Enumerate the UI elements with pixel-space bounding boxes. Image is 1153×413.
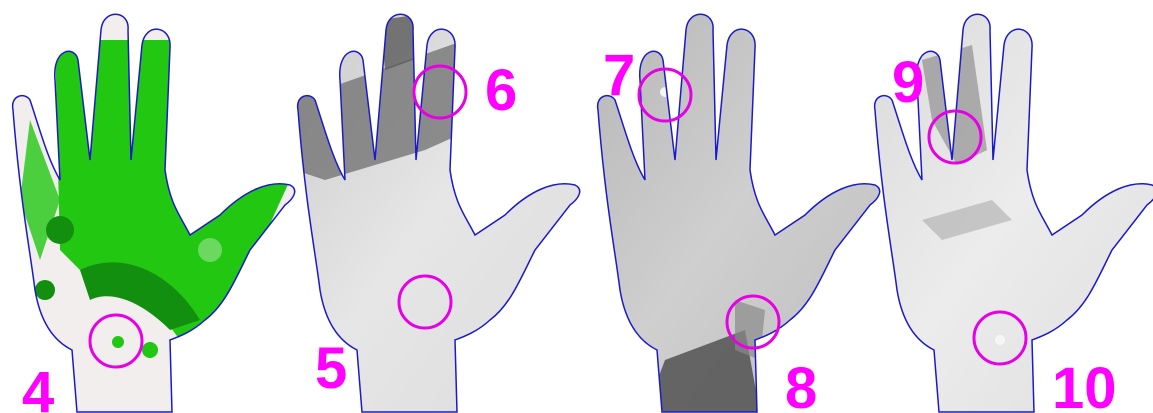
label-10: 10: [1052, 356, 1117, 413]
panel-hillshade-hand-3: 9 10: [862, 0, 1153, 413]
label-6: 6: [485, 58, 517, 123]
label-5: 5: [315, 336, 347, 401]
panel-hillshade-hand-2: 7 8: [585, 0, 885, 413]
green-speckle: [198, 238, 222, 262]
green-speckle: [112, 336, 124, 348]
panel-green-hand: 4: [0, 0, 300, 413]
label-8: 8: [785, 356, 817, 413]
panel-hillshade-hand-1: 6 5: [285, 0, 585, 413]
label-7: 7: [603, 43, 635, 108]
green-speckle: [35, 280, 55, 300]
green-speckle: [142, 342, 158, 358]
bump: [660, 87, 670, 97]
label-4: 4: [22, 360, 54, 413]
crease-shade: [735, 300, 765, 360]
bump: [995, 335, 1005, 345]
label-9: 9: [892, 50, 924, 115]
green-speckle: [46, 216, 74, 244]
